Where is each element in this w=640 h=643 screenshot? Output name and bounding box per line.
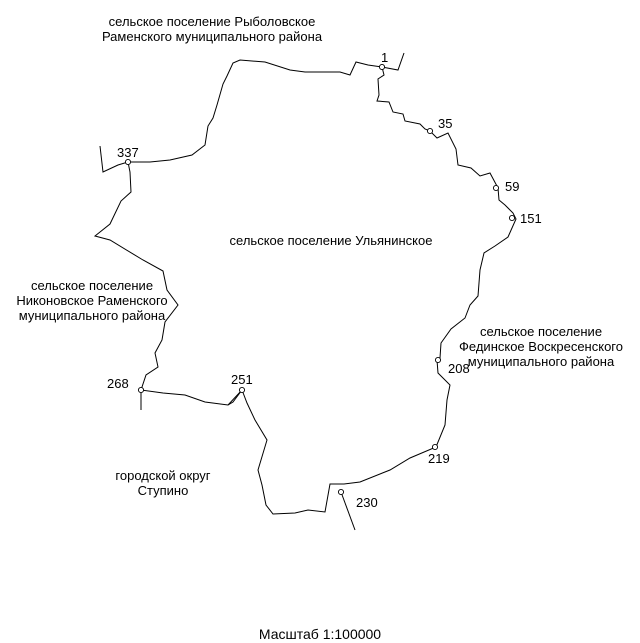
boundary-point-230[interactable] bbox=[337, 488, 345, 496]
boundary-point-219[interactable] bbox=[431, 443, 439, 451]
point-label-268: 268 bbox=[107, 376, 129, 391]
boundary-spur-230 bbox=[340, 491, 356, 531]
region-label-center: сельское поселение Ульянинское bbox=[208, 233, 454, 248]
boundary-point-337[interactable] bbox=[124, 158, 132, 166]
point-label-151: 151 bbox=[520, 211, 542, 226]
map-scale: Масштаб 1:100000 bbox=[258, 626, 382, 642]
region-label-southwest: городской округ Ступино bbox=[100, 468, 226, 498]
region-east-line-2: Фединское Воскресенского bbox=[459, 339, 623, 354]
settlement-boundary bbox=[93, 59, 517, 515]
boundary-point-35[interactable] bbox=[426, 127, 434, 135]
boundary-spur-1 bbox=[381, 52, 405, 71]
point-label-219: 219 bbox=[428, 451, 450, 466]
boundary-point-151[interactable] bbox=[508, 214, 516, 222]
boundary-point-1[interactable] bbox=[378, 63, 386, 71]
region-southwest-line-1: городской округ bbox=[115, 468, 211, 483]
region-center-line: сельское поселение Ульянинское bbox=[229, 233, 433, 248]
region-west-line-1: сельское поселение bbox=[30, 278, 154, 293]
boundary-spur-251 bbox=[227, 389, 243, 406]
point-label-59: 59 bbox=[505, 179, 520, 194]
point-label-337: 337 bbox=[117, 145, 139, 160]
boundary-spur-337 bbox=[99, 145, 129, 173]
region-label-north: сельское поселение Рыболовское Раменског… bbox=[82, 14, 342, 44]
region-west-line-2: Никоновское Раменского bbox=[16, 293, 168, 308]
boundary-point-59[interactable] bbox=[492, 184, 500, 192]
region-west-line-3: муниципального района bbox=[18, 308, 166, 323]
region-label-west: сельское поселение Никоновское Раменског… bbox=[2, 278, 182, 323]
boundary-point-251[interactable] bbox=[238, 386, 246, 394]
point-label-208: 208 bbox=[448, 361, 470, 376]
region-east-line-1: сельское поселение bbox=[479, 324, 603, 339]
region-north-line-1: сельское поселение Рыболовское bbox=[108, 14, 316, 29]
point-label-251: 251 bbox=[231, 372, 253, 387]
boundary-point-268[interactable] bbox=[137, 386, 145, 394]
region-east-line-3: муниципального района bbox=[467, 354, 615, 369]
region-southwest-line-2: Ступино bbox=[137, 483, 189, 498]
region-north-line-2: Раменского муниципального района bbox=[101, 29, 323, 44]
point-label-230: 230 bbox=[356, 495, 378, 510]
boundary-point-208[interactable] bbox=[434, 356, 442, 364]
point-label-35: 35 bbox=[438, 116, 453, 131]
region-label-east: сельское поселение Фединское Воскресенск… bbox=[448, 324, 634, 369]
point-label-1: 1 bbox=[381, 50, 389, 65]
